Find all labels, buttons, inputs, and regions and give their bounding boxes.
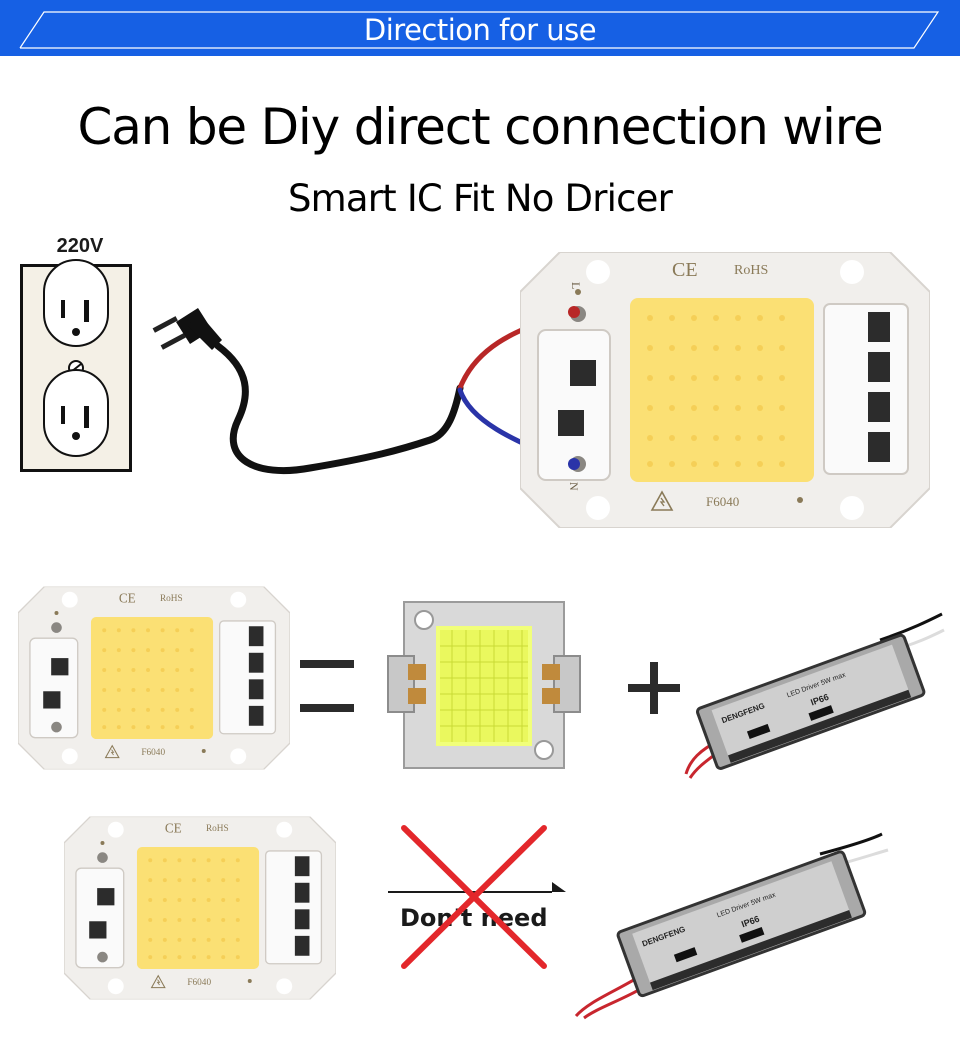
model-label: F6040 [141, 748, 165, 758]
led-module-heatsink-icon [387, 601, 581, 769]
ce-mark: CE [119, 590, 136, 605]
headline: Can be Diy direct connection wire [77, 98, 883, 156]
dont-need-cross-icon: Don't need [388, 825, 566, 969]
equals-sign [300, 660, 354, 712]
ce-mark: CE [672, 259, 698, 281]
cob-led-chip-large: CE RoHS F6040 L N [520, 252, 930, 528]
ce-mark: CE [165, 820, 182, 835]
pin-l-label: L [569, 282, 583, 289]
cob-led-chip-small-1: CE RoHS F6040 [18, 586, 290, 770]
rohs-mark: RoHS [734, 263, 768, 278]
cob-led-chip-small-2: CE RoHS F6040 [64, 816, 336, 1000]
voltage-label: 220V [56, 235, 104, 257]
led-driver-icon: DENGFENG LED Driver 5W max IP66 [684, 612, 945, 779]
subheadline: Smart IC Fit No Dricer [287, 177, 673, 220]
led-driver-icon-crossed: DENGFENG LED Driver 5W max IP66 [574, 832, 889, 1020]
banner-title: Direction for use [363, 13, 597, 47]
dont-need-label: Don't need [400, 904, 548, 932]
rohs-mark: RoHS [160, 594, 183, 604]
rohs-mark: RoHS [206, 824, 229, 834]
header-banner [0, 0, 960, 56]
plus-sign [628, 662, 680, 714]
wall-outlet-icon [20, 259, 132, 472]
model-label: F6040 [706, 494, 739, 509]
model-label: F6040 [187, 978, 211, 988]
pin-n-label: N [567, 482, 581, 491]
